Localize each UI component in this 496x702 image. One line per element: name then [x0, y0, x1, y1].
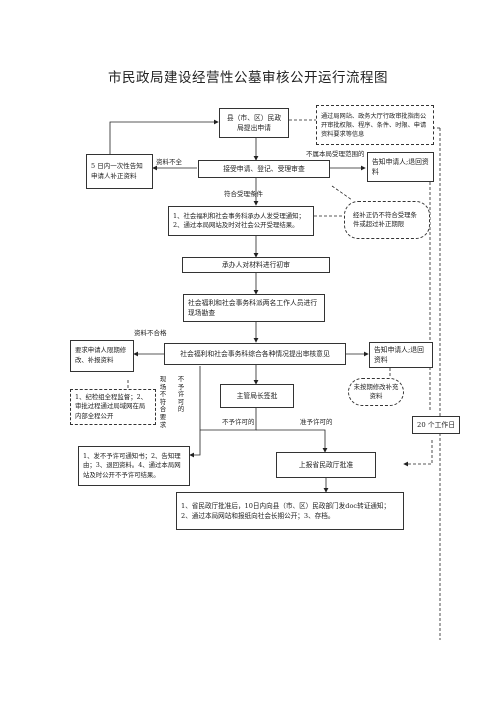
label-out-of-scope: 不属本局受理范围的	[306, 150, 365, 158]
notify-return-box-2: 告知申请人;退回资料	[369, 342, 433, 368]
require-fix-box: 要求申请人限期修改、补报资料	[70, 340, 134, 372]
label-incomplete: 资料不全	[156, 158, 182, 166]
no-fix-box: 未按期修改补充资料	[348, 378, 404, 406]
supervision-box: 1、纪检组全程监督；2、审批过程通过局域网在局内部全程公开	[70, 389, 156, 425]
label-meets: 符合受理条件	[224, 190, 263, 198]
leader-box: 主管局长签批	[220, 384, 294, 408]
notify-once-box: 5 日内一次性告知申请人补正资料	[86, 154, 153, 189]
label-not-permit: 不予许可的	[222, 418, 255, 426]
final-box: 1、省民政厅批准后，10日内向县（市、区）民政部门发doc转证通知；2、通过本局…	[176, 492, 404, 530]
initial-review-box: 承办人对材料进行初审	[182, 257, 330, 273]
opinion-box: 社会福利和社会事务科综合各种情况提出审核意见	[164, 343, 346, 365]
site-check-box: 社会福利和社会事务科派两名工作人员进行现场勘查	[183, 294, 325, 322]
receive-box: 接受申请、登记、受理审查	[198, 160, 330, 178]
label-site-fail: 现场不符合要求	[159, 375, 167, 429]
publicity-box: 通过局网站、政务大厅行政审批指南公开审批权限、程序、条件、时限、申请资料要求等信…	[316, 105, 434, 145]
deadline-box: 20 个工作日	[412, 416, 460, 434]
accept-notice-box: 1、社会福利和社会事务科承办人发受理通知；2、通过本局网站及时对社会公开受理结果…	[168, 206, 314, 236]
province-box: 上报省民政厅批准	[276, 452, 376, 478]
label-unqualified: 资料不合格	[134, 329, 167, 337]
not-permit-box: 1、发不予许可通知书；2、告知理由；3、退回资料。4、通过本局网站及时公开不予许…	[78, 446, 190, 486]
notify-return-box-1: 告知申请人;退回资料	[367, 152, 434, 182]
county-apply-box: 县（市、区）民政局提出申请	[219, 108, 289, 138]
page-title: 市民政局建设经营性公墓审核公开运行流程图	[108, 70, 388, 86]
supplement-note-box: 经补正仍不符合受理条件或超过补正期限	[344, 201, 430, 239]
label-pre-permit: 准予许可的	[300, 418, 333, 426]
label-not-permit-vertical: 不予许可的	[177, 375, 185, 414]
